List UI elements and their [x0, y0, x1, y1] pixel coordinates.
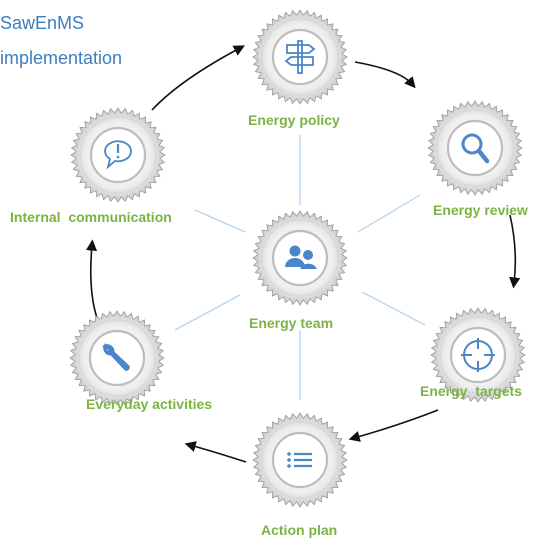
label-internal-communication: Internal communication [10, 209, 172, 225]
gear-hub [89, 126, 147, 184]
signpost-icon [284, 40, 316, 74]
cycle-arrow [184, 441, 247, 463]
gear-review [427, 100, 523, 196]
spoke-line [357, 194, 421, 233]
gear-team [252, 210, 348, 306]
gear-ring [436, 109, 514, 187]
gear-policy [252, 9, 348, 105]
label-energy-policy: Energy policy [248, 112, 340, 128]
label-energy-targets: Energy targets [420, 383, 522, 399]
gear-ring [78, 319, 156, 397]
spoke-line [174, 294, 241, 331]
diagram-title-line2: implementation [0, 48, 123, 68]
gear-hub [449, 326, 507, 384]
spoke-line [361, 291, 426, 326]
gear-ring [261, 18, 339, 96]
gear-targets [430, 307, 526, 403]
gear-action [252, 412, 348, 508]
gear-hub [271, 229, 329, 287]
cycle-arrow [348, 409, 439, 442]
cycle-arrows [85, 45, 521, 463]
gear-hub [446, 119, 504, 177]
gear-communication [70, 107, 166, 203]
gear-ring [261, 421, 339, 499]
label-energy-review: Energy review [433, 202, 528, 218]
spoke-line [194, 209, 246, 233]
connector-spokes [174, 135, 426, 400]
gear-ring [261, 219, 339, 297]
magnifier-icon [461, 133, 490, 164]
label-everyday-activities: Everyday activities [86, 396, 213, 412]
cycle-arrow [509, 214, 521, 289]
label-action-plan: Action plan [261, 522, 338, 538]
wrench-icon [102, 342, 130, 371]
gear-everyday [69, 310, 165, 406]
list-icon [287, 452, 312, 468]
cycle-arrow [151, 45, 245, 111]
diagram-title-line1: SawEnMS [0, 13, 85, 33]
gear-ring [439, 316, 517, 394]
people-icon [285, 245, 317, 269]
cycle-arrow [354, 61, 416, 89]
cycle-arrow [85, 239, 98, 319]
speech-bubble-icon [104, 140, 132, 170]
gear-nodes [69, 9, 526, 508]
gear-ring [79, 116, 157, 194]
crosshair-icon [461, 338, 495, 372]
label-energy-team: Energy team [249, 315, 334, 331]
